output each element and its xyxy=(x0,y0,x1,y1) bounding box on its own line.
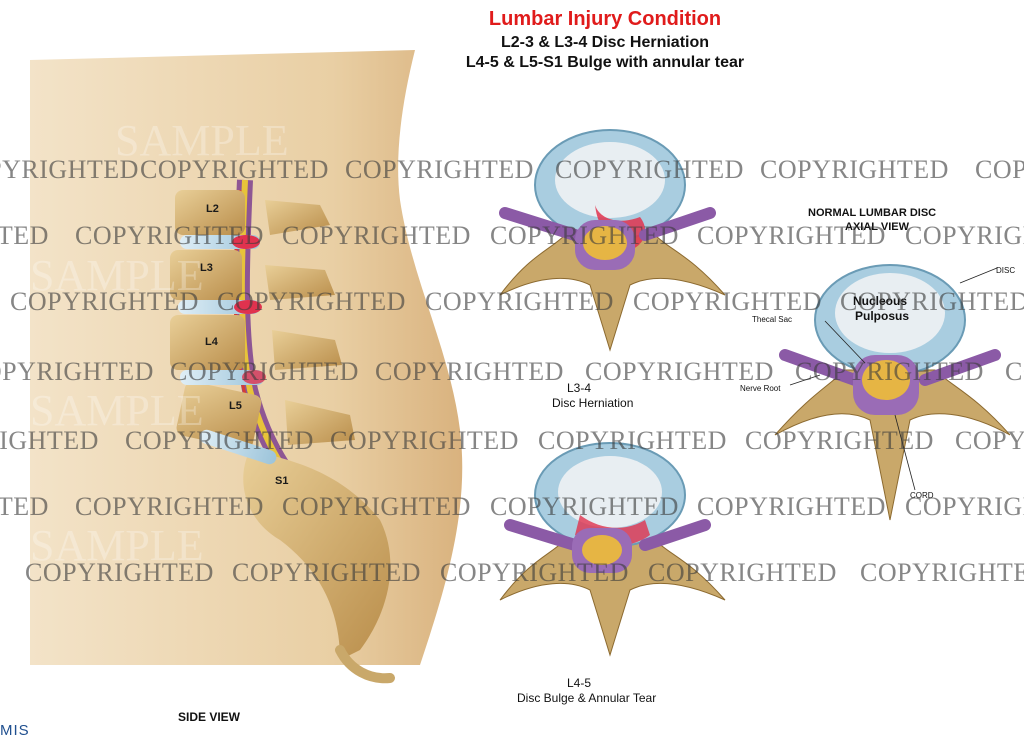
disc-nucleus xyxy=(558,456,662,528)
vertebra-label-s1: S1 xyxy=(275,475,289,487)
cord xyxy=(862,360,910,400)
title-block: Lumbar Injury Condition L2-3 & L3-4 Disc… xyxy=(0,6,1024,76)
watermark-copyright: COPYRIGHTED xyxy=(860,558,1024,587)
watermark-copyright: COPYRIGHTED xyxy=(975,155,1024,184)
nerve-root-left xyxy=(779,349,861,386)
logo: MIS xyxy=(0,722,30,739)
sacrum xyxy=(243,450,391,660)
watermark-copyright: COPYRIGHTED xyxy=(905,221,1024,250)
vertebra-l2 xyxy=(175,190,245,235)
disc-label: DISC xyxy=(996,266,1016,275)
vertebral-arch xyxy=(499,234,726,352)
l34-description: Disc Herniation xyxy=(552,396,634,410)
nerve-root-left xyxy=(499,207,581,241)
vertebral-bodies xyxy=(170,190,391,660)
normal-disc-subtitle: AXIAL VIEW xyxy=(845,221,909,233)
nerve-root-right xyxy=(639,207,716,241)
nerve-root-left xyxy=(504,519,581,551)
vertebra-label-l3: L3 xyxy=(200,262,213,274)
nucleus-pulposus xyxy=(835,273,945,353)
vertebra-label-l2: L2 xyxy=(206,203,219,215)
axial-view-l34 xyxy=(499,129,726,352)
thecal-sac-label: Thecal Sac xyxy=(752,315,793,324)
cauda-equina xyxy=(582,535,622,565)
disc-nucleus xyxy=(555,142,665,218)
axial-view-normal xyxy=(774,264,1011,521)
watermark-copyright: COPYRIGHTED xyxy=(760,155,949,184)
vertebra-l4 xyxy=(170,315,245,370)
coccyx xyxy=(335,645,395,684)
l45-label: L4-5 xyxy=(567,676,592,690)
page-title: Lumbar Injury Condition xyxy=(488,8,722,30)
normal-disc-title: NORMAL LUMBAR DISC xyxy=(808,207,937,219)
axial-view-l45 xyxy=(499,442,726,657)
vertebra-l3 xyxy=(170,250,242,300)
nerve-root-right xyxy=(639,519,711,551)
cord-label: CORD xyxy=(910,491,934,500)
subtitle-line-1: L2-3 & L3-4 Disc Herniation xyxy=(500,34,710,51)
side-view-illustration xyxy=(30,50,463,684)
nerve-root-right xyxy=(919,349,1001,386)
watermark-copyright: COPYRIGHTED xyxy=(585,357,774,386)
l45-description: Disc Bulge & Annular Tear xyxy=(517,691,657,705)
vertebra-l5 xyxy=(176,381,262,449)
vertebral-arch xyxy=(499,539,726,657)
nerve-root-label: Nerve Root xyxy=(740,384,781,393)
subtitle-line-2: L4-5 & L5-S1 Bulge with annular tear xyxy=(465,54,745,71)
side-view-caption: SIDE VIEW xyxy=(178,710,241,724)
intervertebral-discs xyxy=(178,235,277,465)
nucleus-label-b: Pulposus xyxy=(855,309,910,323)
l34-label: L3-4 xyxy=(567,381,592,395)
cauda-equina xyxy=(583,226,627,260)
vertebra-label-l5: L5 xyxy=(229,400,242,412)
vertebra-label-l4: L4 xyxy=(205,336,218,348)
nucleus-label-a: Nucleous xyxy=(853,294,908,308)
posterior-elements xyxy=(265,200,355,445)
